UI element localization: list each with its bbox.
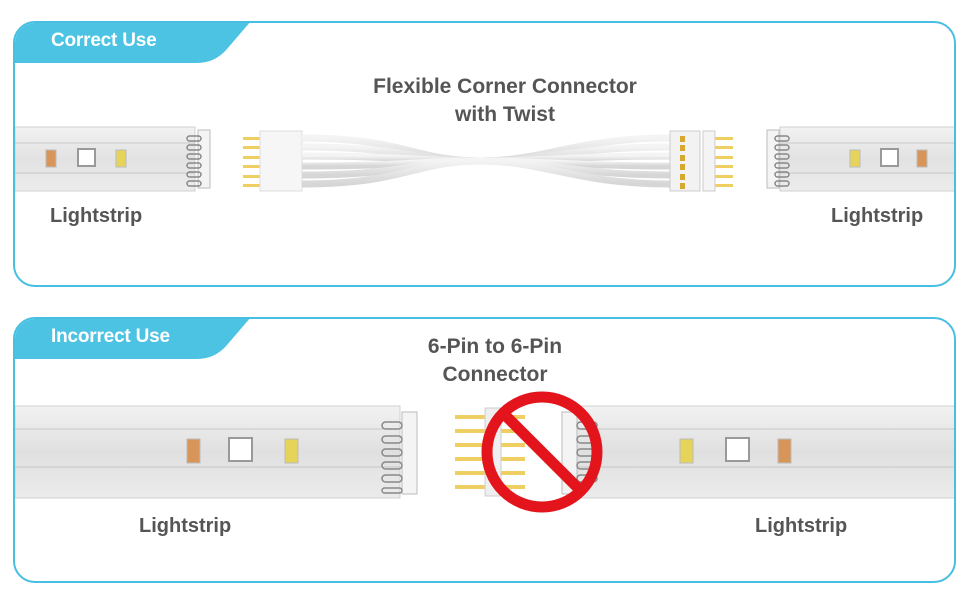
title-line-2: Connector [442,363,548,386]
led-white [228,437,253,462]
correct-use-label: Correct Use [51,30,157,51]
led-yellow [679,438,694,464]
right-lightstrip [766,126,954,192]
title-line-1: Flexible Corner Connector [373,75,637,98]
prohibited-sign-icon [481,391,603,513]
led-yellow [284,438,299,464]
left-lightstrip-label: Lightstrip [139,515,232,537]
right-lightstrip [561,405,954,499]
tab-shape [15,23,250,63]
incorrect-use-panel: Incorrect Use 6-Pin to 6-Pin Connector [13,317,956,583]
led-amber [186,438,201,464]
led-amber [777,438,792,464]
led-white [725,437,750,462]
title-line-1: 6-Pin to 6-Pin [427,335,563,358]
left-lightstrip [15,126,211,192]
flexible-connector-title: Flexible Corner Connector with Twist [355,73,655,129]
tab-shape [15,319,250,359]
incorrect-use-tab: Incorrect Use [15,319,253,359]
left-lightstrip-label: Lightstrip [50,205,143,227]
right-lightstrip-label: Lightstrip [831,205,924,227]
led-white [77,148,96,167]
left-lightstrip [15,405,418,499]
led-yellow [115,149,127,168]
led-yellow [849,149,861,168]
right-lightstrip-label: Lightstrip [755,515,848,537]
strip-end-cap [401,411,418,495]
title-line-2: with Twist [455,103,555,126]
incorrect-illustration [15,391,954,513]
led-white [880,148,899,167]
correct-illustration [15,126,954,192]
led-amber [916,149,928,168]
six-pin-connector-title: 6-Pin to 6-Pin Connector [375,333,615,389]
correct-use-tab: Correct Use [15,23,253,63]
incorrect-use-label: Incorrect Use [51,326,170,347]
led-amber [45,149,57,168]
flexible-twist-connector [243,130,733,192]
correct-use-panel: Correct Use Flexible Corner Connector wi… [13,21,956,287]
